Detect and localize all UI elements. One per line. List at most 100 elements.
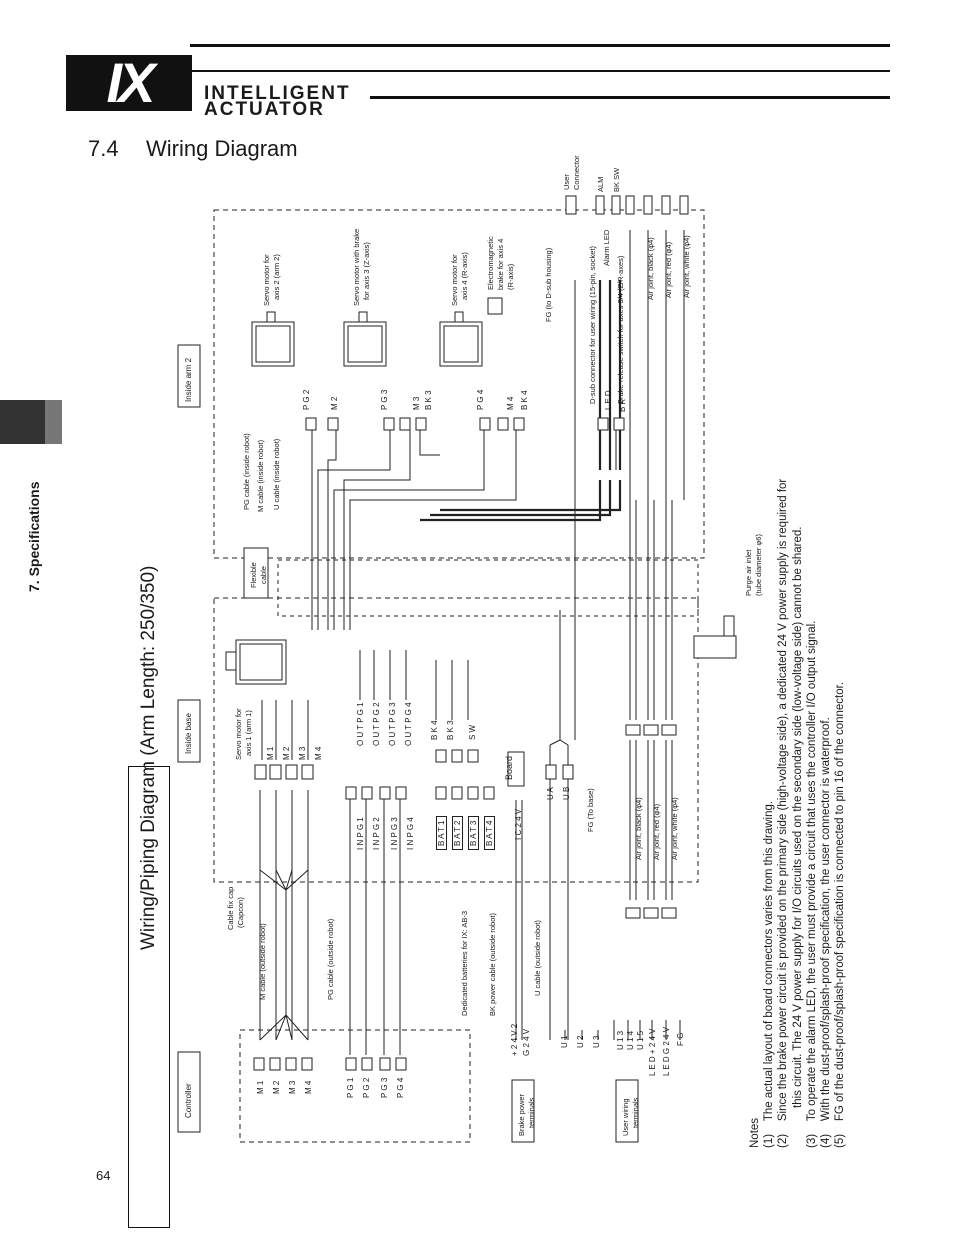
ctrl-m2: M 2 [272,1080,281,1094]
note-num: (1) [763,1133,776,1148]
arm2-bk4: B K 4 [520,390,529,410]
motor-axis3 [343,311,387,367]
motor-axis2 [251,311,295,367]
label-bk-cable: BK power cable (outside robot) [488,913,497,1016]
label-air-black: Air joint, black (φ4) [646,237,655,300]
label-air-white-base: Air joint, white (φ4) [670,797,679,860]
controller-area-label: Controller [184,1083,193,1118]
base-m4: M 4 [314,746,323,760]
motor-axis4-label-1: Servo motor for [450,254,459,306]
chapter-tab-accent [45,400,62,444]
label-alarm-led: Alarm LED [602,229,611,266]
base-inpg2: I N P G 2 [372,817,381,850]
motor-axis4-label-2: axis 4 (R-axis) [460,252,469,300]
brake-terminals-box-1: Brake power [517,1093,526,1136]
inside-arm2-boundary [213,209,705,559]
term-ledg24v: L E D G 2 4 V [662,1026,671,1076]
motor-axis1 [225,639,287,685]
base-sw: S W [468,724,477,740]
base-bk4: B K 4 [430,720,439,740]
cable-runs [259,230,685,1055]
note-num: (2) [777,1133,790,1148]
base-outpg1: O U T P G 1 [356,702,365,746]
motor-axis3-label-2: for axis 3 (Z-axis) [362,242,371,300]
label-pg-cable-inside: PG cable (inside robot) [242,433,251,510]
ub-label: U B [562,786,571,800]
note-text: With the dust-proof/splash-proof specifi… [820,717,833,1122]
brake-axis4 [487,297,503,315]
note-num: (5) [834,1133,847,1148]
arm2-m3: M 3 [412,396,421,410]
base-outpg2: O U T P G 2 [372,702,381,746]
label-u-cable-inside: U cable (inside robot) [272,438,281,510]
brand-line-1: INTELLIGENT [204,83,351,104]
label-user-connector-2: Connector [572,155,581,190]
ctrl-pg1: P G 1 [346,1077,355,1098]
ctrl-pg2: P G 2 [362,1077,371,1098]
notes-block: Notes (1) The actual layout of board con… [748,479,847,1148]
label-bksw: BK SW [612,167,621,192]
term-24v2: + 2 4 V 2 [510,1023,519,1056]
label-fg-base: FG (To base) [586,788,595,832]
inside-base-boundary [213,597,699,883]
base-bk3: B K 3 [446,720,455,740]
base-inpg3: I N P G 3 [390,817,399,850]
label-u-cable: U cable (outside robot) [533,920,542,996]
user-terminals-box-2: terminals [631,1097,640,1128]
note-4: (4) With the dust-proof/splash-proof spe… [819,479,833,1148]
label-air-white: Air joint, white (φ4) [682,235,691,298]
section-title: Wiring Diagram [146,136,298,161]
base-m3: M 3 [298,746,307,760]
arm2-bk3: B K 3 [424,390,433,410]
flexible-zone [277,559,699,617]
base-outpg4: O U T P G 4 [404,702,413,746]
diagram-title-box [128,766,170,1228]
label-air-red-base: Air joint, red (φ4) [652,803,661,860]
term-u15: U 1 5 [636,1030,645,1050]
ua-label: U A [546,787,555,800]
battery-1: B A T 1 [436,816,447,850]
note-5: (5) FG of the dust-proof/splash-proof sp… [833,479,847,1148]
label-air-black-base: Air joint, black (φ4) [634,797,643,860]
label-pg-cable-outside: PG cable (outside robot) [326,918,335,1000]
ctrl-pg4: P G 4 [396,1077,405,1098]
label-alm: ALM [596,176,605,192]
arm2-m4: M 4 [506,396,515,410]
ix-logo: IX [66,55,192,111]
term-u3: U 3 [592,1035,601,1048]
header-rule-top [190,44,890,47]
motors [225,297,737,685]
controller-connectors [253,1057,407,1071]
motor-axis1-label-2: axis 1 (arm 1) [244,710,253,756]
arm2-pg3: P G 3 [380,389,389,410]
label-fg-dsub: FG (to D-sub housing) [544,247,553,322]
label-cable-fix-2: (Capcon) [236,897,245,928]
label-cable-fix-1: Cable fix cap [226,886,235,930]
note-2-cont: this circuit. The 24 V power supply for … [791,479,805,1148]
note-text: The actual layout of board connectors va… [763,800,776,1122]
page-number: 64 [96,1168,111,1183]
term-fg: F G [676,1032,685,1046]
inside-base-label: Inside base [184,713,193,754]
purge-fitting [693,615,737,659]
notes-heading: Notes [749,1117,761,1148]
board-label: Board [504,756,514,780]
base-m1: M 1 [266,746,275,760]
base-outpg3: O U T P G 3 [388,702,397,746]
header-rule-mid [190,70,890,72]
base-connectors [254,724,677,919]
header-rule-low [370,96,890,99]
brake4-label-1: Electromagnetic [486,236,495,290]
label-dedicated-batteries: Dedicated batteries for IX: AB-3 [460,910,469,1016]
area-label-boxes [177,344,639,1143]
motor-axis3-label-1: Servo motor with brake [352,228,361,306]
note-text: this circuit. The 24 V power supply for … [791,526,804,1108]
arm2-m2: M 2 [330,396,339,410]
note-num: (3) [805,1133,818,1148]
ctrl-m3: M 3 [288,1080,297,1094]
base-m2: M 2 [282,746,291,760]
battery-3: B A T 3 [468,816,479,850]
motor-axis4 [439,311,483,367]
term-u13: U 1 3 [616,1030,625,1050]
